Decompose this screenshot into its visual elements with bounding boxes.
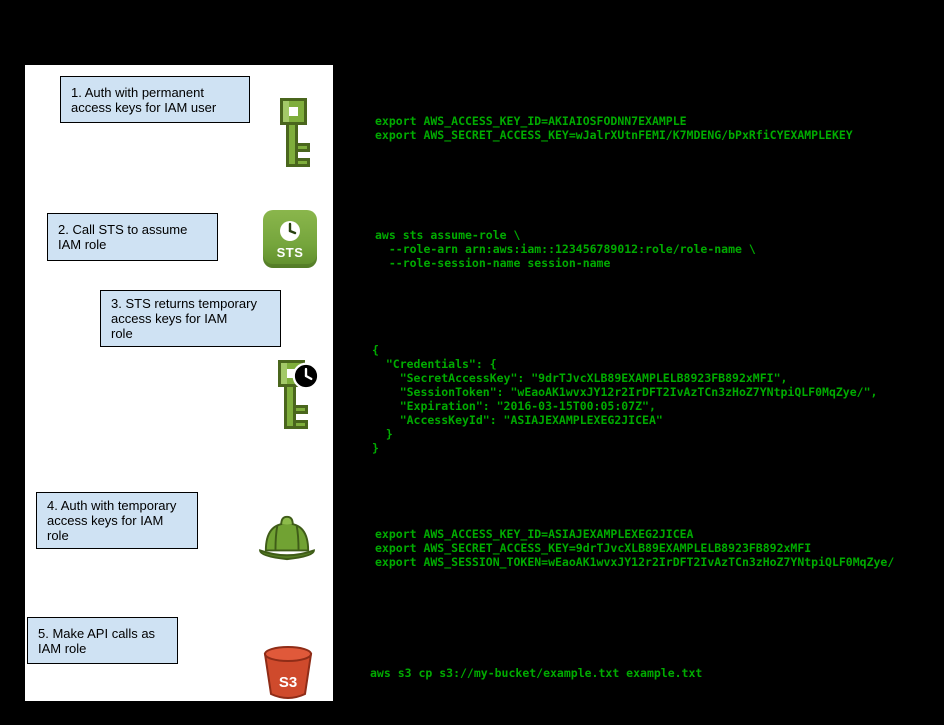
permanent-key-icon <box>268 98 316 172</box>
step-3-box: 3. STS returns temporary access keys for… <box>100 290 281 347</box>
step-5-label: 5. Make API calls as IAM role <box>38 625 156 656</box>
code-export-permanent-keys: export AWS_ACCESS_KEY_ID=AKIAIOSFODNN7EX… <box>375 114 853 142</box>
step-3-label: 3. STS returns temporary access keys for… <box>111 296 257 341</box>
sts-icon: STS <box>263 210 317 268</box>
key-icon <box>280 98 310 167</box>
code-sts-credentials-json: { "Credentials": { "SecretAccessKey": "9… <box>372 343 878 455</box>
step-1-label: 1. Auth with permanent access keys for I… <box>71 84 217 115</box>
s3-bucket-icon: S3 <box>263 646 313 699</box>
step-4-box: 4. Auth with temporary access keys for I… <box>36 492 198 549</box>
step-5-box: 5. Make API calls as IAM role <box>27 617 178 664</box>
sts-label: STS <box>276 244 304 260</box>
code-export-temporary-keys: export AWS_ACCESS_KEY_ID=ASIAJEXAMPLEXEG… <box>375 527 895 569</box>
step-1-box: 1. Auth with permanent access keys for I… <box>60 76 250 123</box>
code-s3-cp-command: aws s3 cp s3://my-bucket/example.txt exa… <box>370 666 703 680</box>
step-4-label: 4. Auth with temporary access keys for I… <box>47 498 177 543</box>
step-2-box: 2. Call STS to assume IAM role <box>47 213 218 261</box>
code-sts-assume-role-command: aws sts assume-role \ --role-arn arn:aws… <box>375 228 756 270</box>
temporary-key-icon <box>266 360 326 432</box>
clock-icon <box>292 362 320 390</box>
clock-icon <box>280 220 300 241</box>
s3-label: S3 <box>279 674 297 691</box>
hard-hat-icon <box>258 512 316 567</box>
s3-bucket-icon: S3 <box>262 645 314 707</box>
hard-hat-icon <box>259 515 315 561</box>
step-2-label: 2. Call STS to assume IAM role <box>58 222 188 252</box>
